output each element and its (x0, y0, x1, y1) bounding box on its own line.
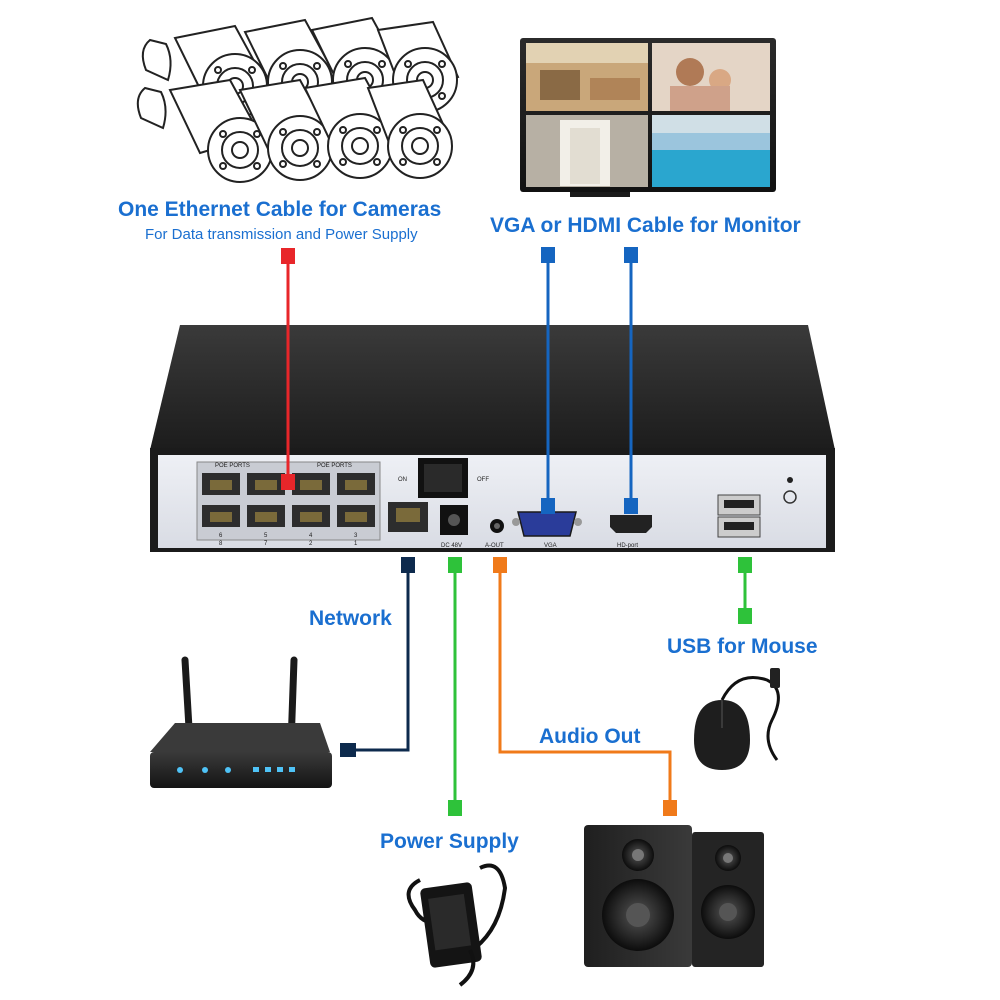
camera-icon (136, 16, 460, 183)
monitor-title: VGA or HDMI Cable for Monitor (490, 214, 801, 237)
port-num: 6 (219, 533, 223, 539)
cameras-subtitle: For Data transmission and Power Supply (145, 226, 418, 243)
port-num: 8 (219, 541, 223, 547)
audio-label: Audio Out (539, 725, 641, 748)
hdmi-cable (624, 247, 638, 514)
router-icon (150, 656, 332, 788)
aout-label: A-OUT (485, 543, 504, 549)
port-num: 5 (264, 533, 268, 539)
nvr-recorder (150, 325, 835, 552)
poe-label-left: POE PORTS (215, 463, 250, 469)
port-num: 2 (309, 541, 313, 547)
mouse-icon (694, 668, 780, 770)
vga-label: VGA (544, 543, 557, 549)
dc-label: DC 48V (441, 543, 462, 549)
panel-labels: POE PORTS POE PORTS ON OFF DC 48V A-OUT … (215, 463, 638, 549)
switch-off-label: OFF (477, 477, 489, 483)
usb-cable (738, 557, 752, 624)
power-cable (448, 557, 462, 816)
camera-cable (281, 248, 295, 490)
network-label: Network (309, 607, 392, 630)
cameras-title: One Ethernet Cable for Cameras (118, 198, 442, 221)
port-num: 1 (354, 541, 358, 547)
vga-cable (541, 247, 555, 514)
monitor-icon (520, 38, 776, 197)
network-cable (340, 557, 415, 757)
switch-on-label: ON (398, 477, 407, 483)
audio-cable (493, 557, 677, 816)
port-num: 3 (354, 533, 358, 539)
usb-label: USB for Mouse (667, 635, 818, 658)
hdport-label: HD-port (617, 543, 638, 549)
speaker-icon (584, 825, 764, 967)
power-label: Power Supply (380, 830, 519, 853)
port-numbers: 6 5 4 3 8 7 2 1 (219, 533, 358, 547)
power-adapter-icon (406, 863, 508, 987)
port-num: 7 (264, 541, 268, 547)
port-num: 4 (309, 533, 313, 539)
poe-label-right: POE PORTS (317, 463, 352, 469)
